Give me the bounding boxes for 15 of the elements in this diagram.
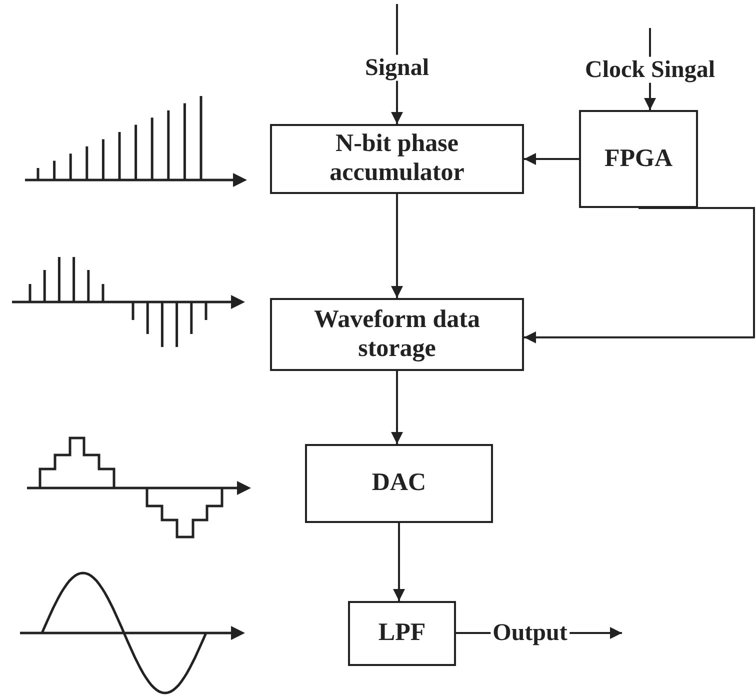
- arrow: [524, 207, 755, 344]
- process-box: [579, 110, 698, 208]
- box-label: DAC: [372, 469, 426, 498]
- process-box: [270, 124, 524, 194]
- arrow: [391, 194, 403, 298]
- box-label: N-bit phase accumulator: [328, 130, 466, 188]
- box-label: Waveform data storage: [313, 306, 481, 364]
- process-box: [348, 601, 456, 666]
- process-box: [270, 298, 524, 371]
- arrow: [393, 523, 405, 601]
- arrow: [524, 153, 579, 165]
- arrow: [391, 371, 403, 444]
- box-label: LPF: [378, 619, 426, 648]
- process-box: [305, 444, 493, 523]
- box-label: FPGA: [604, 144, 673, 174]
